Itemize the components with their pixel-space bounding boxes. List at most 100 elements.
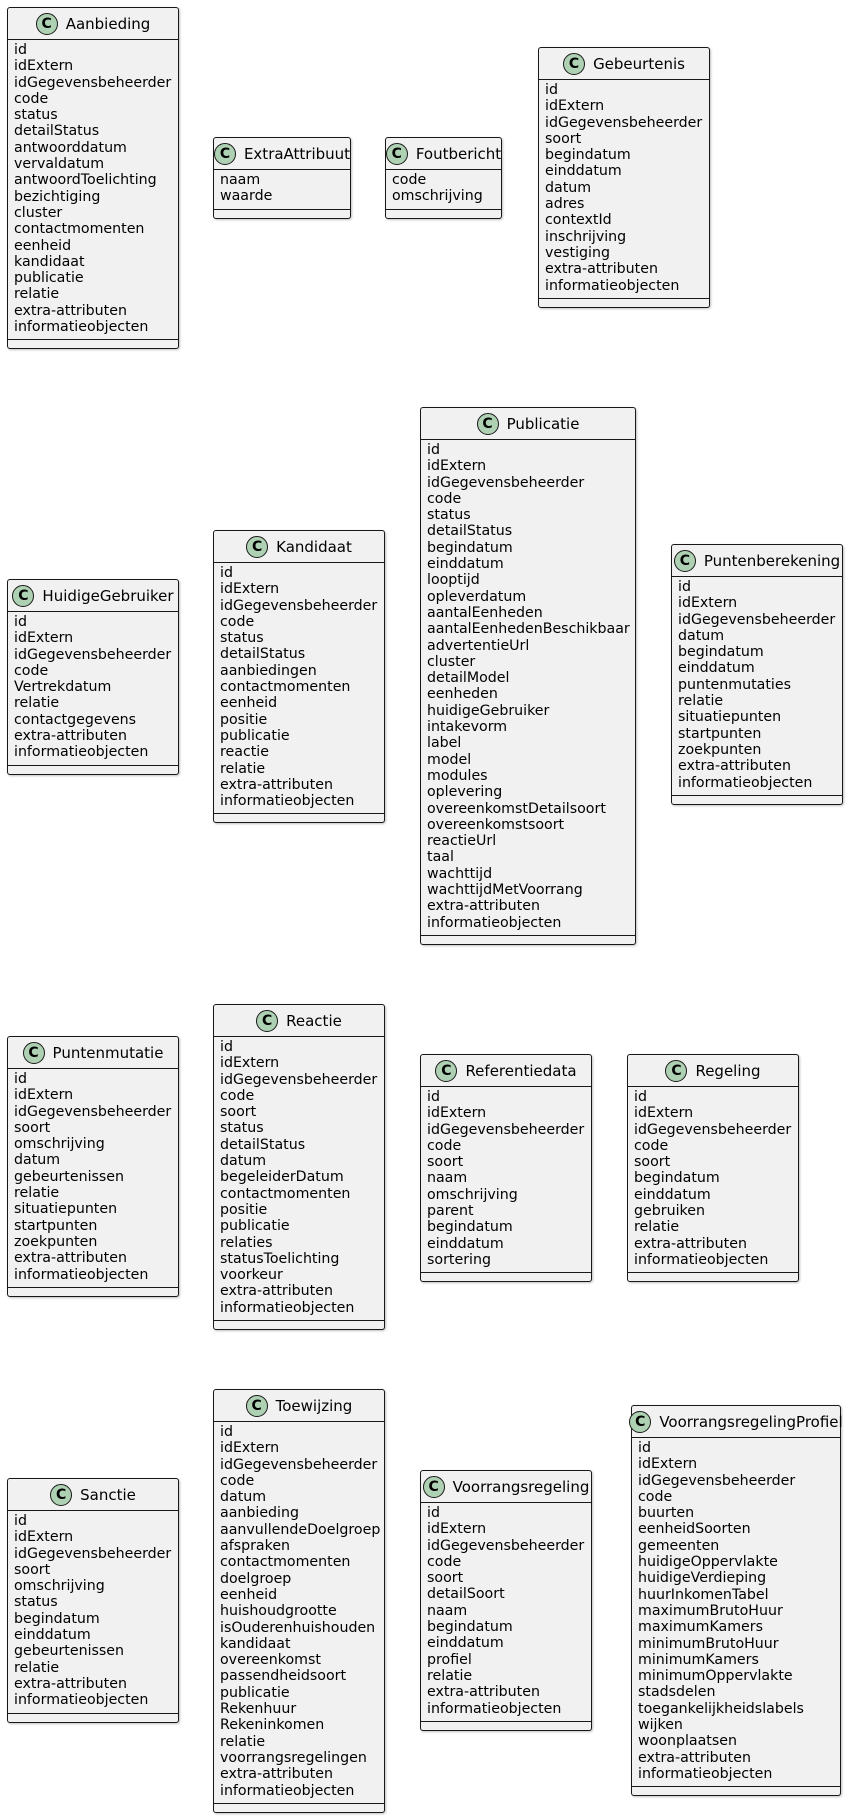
methods-section	[8, 764, 178, 774]
attribute: aanvullendeDoelgroep	[220, 1521, 381, 1538]
attribute: relatie	[14, 286, 60, 303]
attribute: id	[220, 1039, 233, 1055]
class-header: C Foutbericht	[385, 138, 502, 170]
attribute: soort	[14, 1561, 51, 1578]
attribute: voorkeur	[220, 1267, 283, 1284]
attribute: informatieobjecten	[14, 1266, 149, 1283]
attribute: informatieobjecten	[678, 774, 813, 791]
attribute: naam	[427, 1602, 468, 1619]
attribute: omschrijving	[14, 1578, 105, 1595]
attribute: idGegevensbeheerder	[220, 1456, 378, 1473]
attribute: overeenkomstsoort	[427, 816, 565, 833]
attribute: detailStatus	[427, 523, 513, 540]
methods-section	[628, 1272, 798, 1281]
class-name: Regeling	[695, 1061, 761, 1080]
attribute: relaties	[220, 1234, 273, 1251]
attribute: stadsdelen	[638, 1684, 716, 1701]
attribute: gebeurtenissen	[14, 1643, 125, 1660]
attribute: situatiepunten	[14, 1201, 118, 1218]
attribute: gemeenten	[638, 1537, 720, 1554]
attribute: code	[427, 490, 462, 507]
attribute: relatie	[220, 1733, 266, 1750]
attribute: einddatum	[427, 556, 504, 573]
attribute: code	[220, 1472, 255, 1489]
attribute: huishoudgrootte	[220, 1603, 337, 1620]
attribute: extra-attributen	[638, 1749, 751, 1766]
attribute: inschrijving	[545, 228, 627, 245]
class-name: Puntenmutatie	[52, 1043, 164, 1062]
attribute: code	[638, 1488, 673, 1505]
attribute: informatieobjecten	[220, 793, 355, 810]
methods-section	[386, 208, 501, 218]
attribute: naam	[427, 1170, 468, 1187]
methods-section	[632, 1786, 840, 1795]
attribute: publicatie	[220, 727, 290, 744]
attribute: extra-attributen	[14, 728, 127, 745]
attribute: idExtern	[545, 98, 605, 115]
attribute: begindatum	[14, 1610, 100, 1627]
attribute: kandidaat	[220, 1635, 291, 1652]
class-icon: C	[673, 549, 696, 572]
attribute: informatieobjecten	[220, 1782, 355, 1799]
class-icon: C	[12, 584, 35, 607]
attribute: maximumBrutoHuur	[638, 1602, 783, 1619]
class-icon: C	[385, 142, 408, 165]
attribute: positie	[220, 711, 268, 728]
class-icon: C	[22, 1041, 45, 1064]
methods-section	[539, 297, 709, 307]
attribute: informatieobjecten	[14, 319, 149, 336]
attribute: informatieobjecten	[14, 1692, 149, 1709]
attribute: eenheid	[220, 1586, 278, 1603]
attribute: idGegevensbeheerder	[14, 646, 172, 663]
attribute: id	[14, 1071, 27, 1087]
attribute: datum	[678, 627, 725, 644]
attribute: code	[427, 1137, 462, 1154]
attribute: wachttijd	[427, 865, 493, 882]
attribute: begindatum	[427, 539, 513, 556]
attribute: begindatum	[427, 1619, 513, 1636]
attribute: id	[638, 1440, 651, 1456]
attribute: extra-attributen	[678, 758, 791, 775]
attribute: minimumKamers	[638, 1651, 759, 1668]
attribute: cluster	[427, 653, 476, 670]
class-name: Reactie	[286, 1011, 342, 1030]
attribute: idGegevensbeheerder	[678, 611, 836, 628]
attribute: woonplaatsen	[638, 1733, 737, 1750]
attribute: contactmomenten	[220, 1554, 351, 1571]
attribute: toegankelijkheidslabels	[638, 1700, 804, 1717]
attribute: detailStatus	[220, 646, 306, 663]
attribute: id	[545, 82, 558, 98]
attribute: label	[427, 735, 462, 752]
methods-section	[421, 1272, 591, 1281]
attribute: vestiging	[545, 244, 610, 261]
attribute: advertentieUrl	[427, 637, 530, 654]
class-name: Sanctie	[80, 1485, 136, 1504]
class-name: Foutbericht	[415, 144, 502, 163]
attribute: gebeurtenissen	[14, 1168, 125, 1185]
class-name: Voorrangsregeling	[452, 1477, 590, 1496]
attribute: id	[634, 1089, 647, 1105]
attribute: model	[427, 751, 472, 768]
attribute: startpunten	[14, 1217, 98, 1234]
attribute: buurten	[638, 1505, 695, 1522]
attribute: idGegevensbeheerder	[14, 1545, 172, 1562]
methods-section	[8, 339, 178, 348]
